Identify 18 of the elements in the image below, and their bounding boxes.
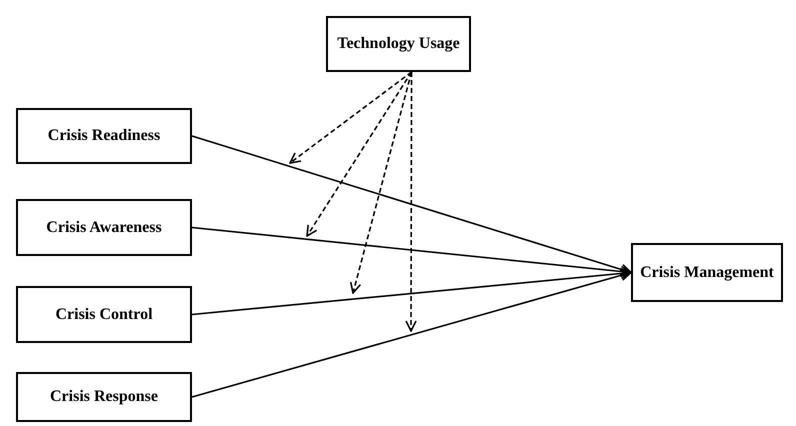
- construct-box: [16, 199, 192, 256]
- dashed-arrow: [306, 72, 412, 237]
- construct-box: [16, 372, 192, 422]
- arrow: [192, 270, 632, 398]
- construct-box: [16, 108, 192, 164]
- construct-box: [631, 243, 783, 302]
- construct-label: Crisis Management: [640, 262, 774, 282]
- dashed-arrow: [289, 71, 412, 164]
- construct-label: Crisis Readiness: [48, 126, 160, 146]
- dashed-arrow: [405, 72, 417, 332]
- construct-label: Crisis Awareness: [46, 218, 162, 238]
- construct-label: Technology Usage: [337, 34, 460, 54]
- construct-label: Crisis Control: [55, 304, 153, 324]
- construct-box: [326, 16, 471, 72]
- construct-box: [16, 286, 192, 343]
- dashed-arrow: [350, 72, 412, 294]
- construct-label: Crisis Response: [50, 387, 158, 407]
- arrow: [192, 135, 632, 276]
